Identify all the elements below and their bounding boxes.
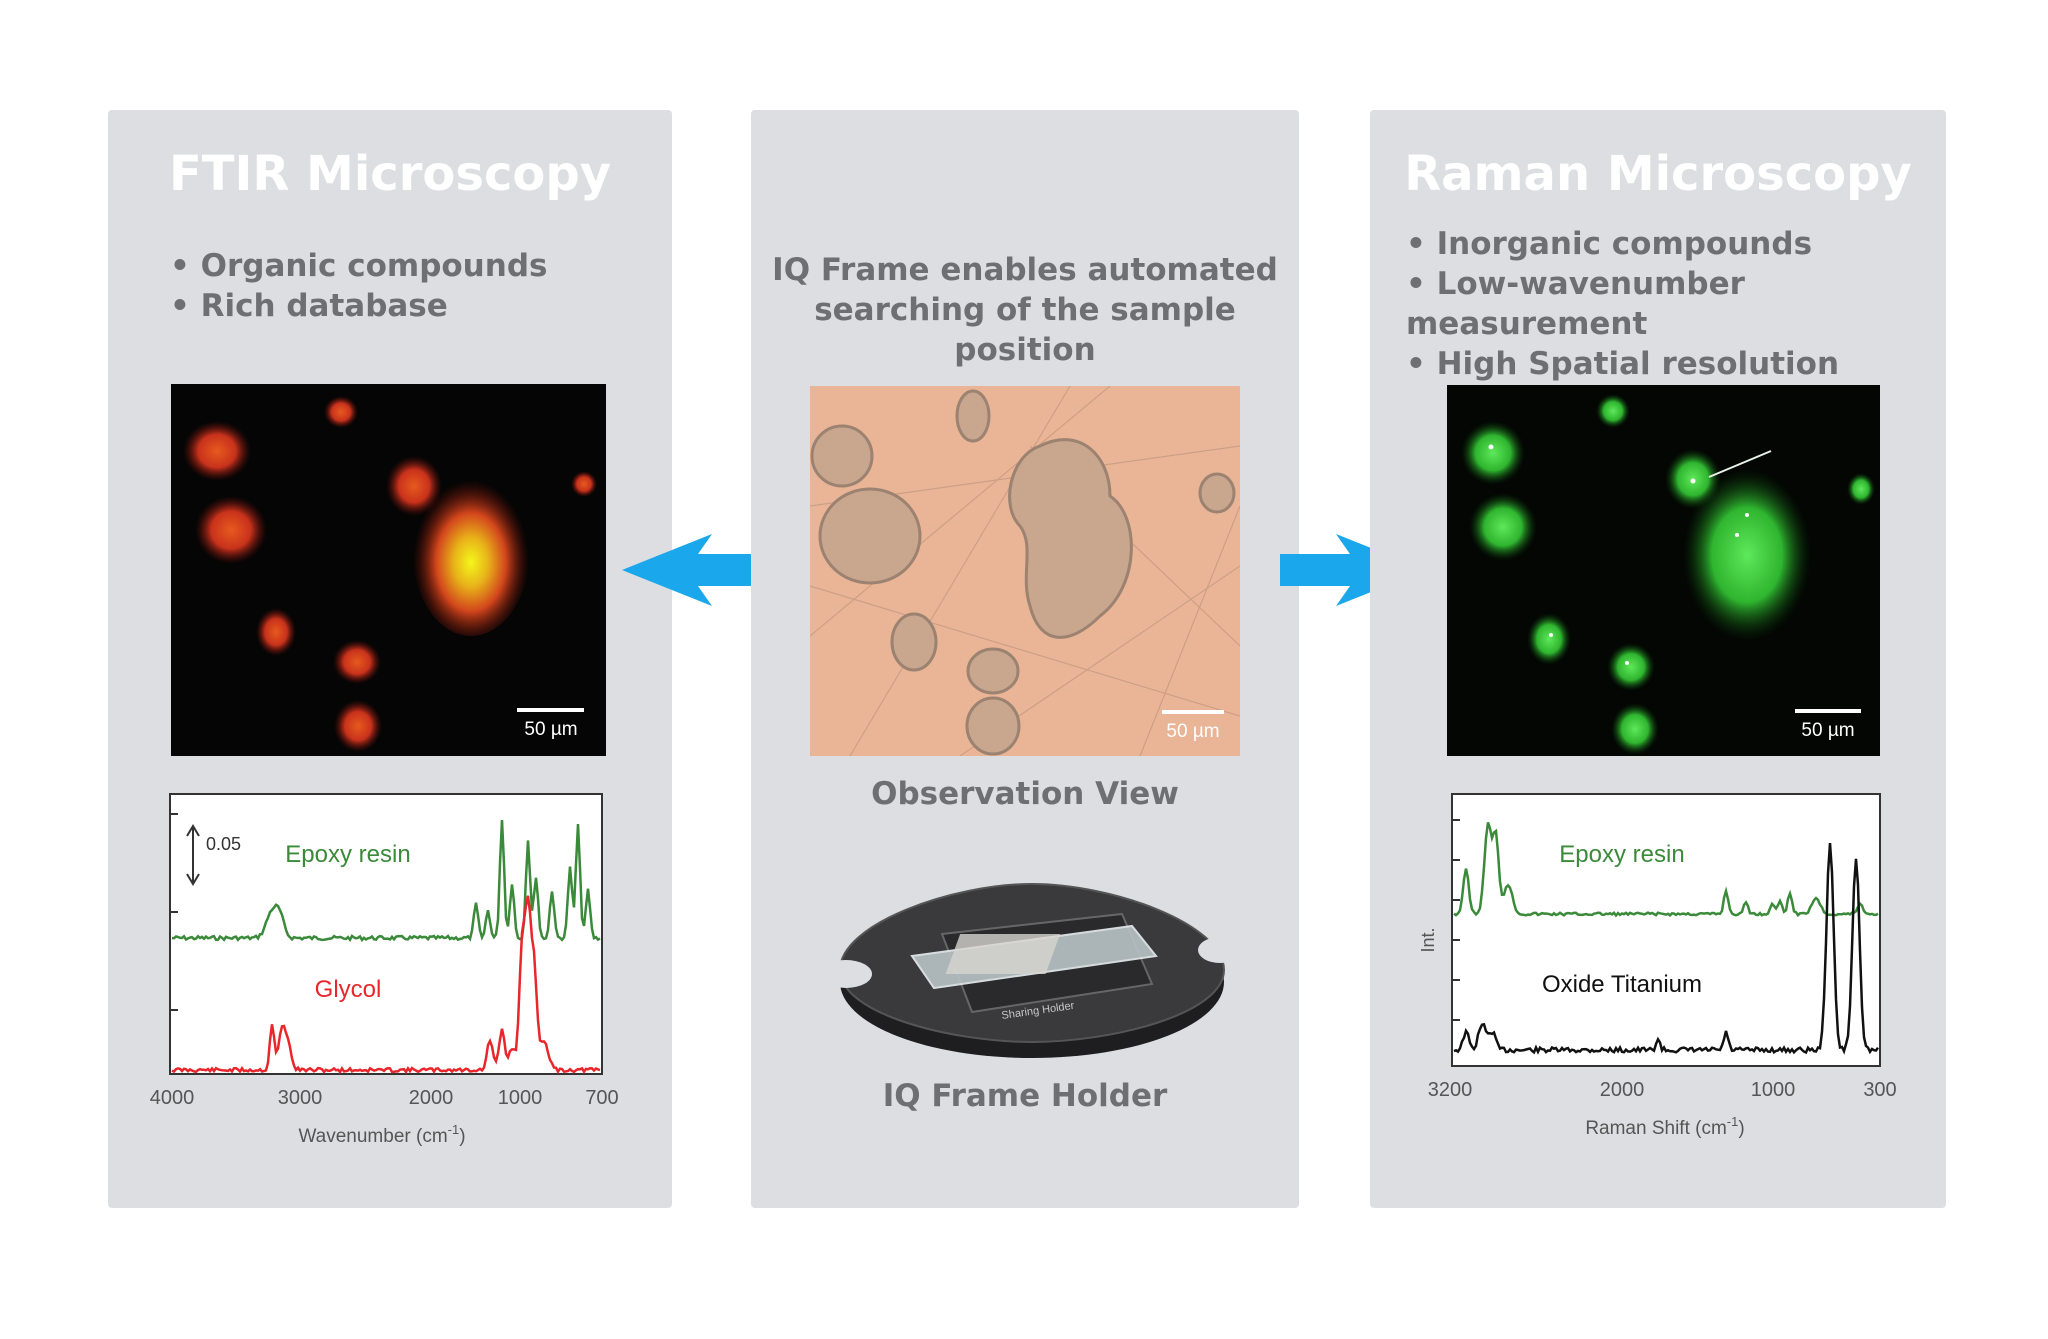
raman-epoxy-label: Epoxy resin [1559,841,1684,868]
raman-oxide-series [1453,843,1880,1055]
raman-x-label: Raman Shift (cm-1) [1585,1114,1744,1139]
ftir-scale-text: 0.05 [206,834,241,854]
raman-plot-area [1451,793,1881,1067]
iq-frame-holder-image: Sharing Holder [832,882,1232,1058]
ftir-bullet: Organic compounds [170,246,548,286]
raman-x-tick: 1000 [1751,1079,1796,1101]
raman-bullet: High Spatial resolution [1406,344,1946,384]
ftir-glycol-label: Glycol [315,976,382,1003]
raman-x-tick: 3200 [1428,1079,1473,1101]
raman-bullets: Inorganic compounds Low-wavenumber measu… [1406,224,1946,384]
raman-spectrum-chart: Epoxy resin Oxide Titanium Int. 3200 200… [1418,793,1897,1139]
ftir-title: FTIR Microscopy [168,146,612,202]
ftir-x-tick: 4000 [150,1087,195,1109]
ftir-x-tick: 700 [585,1087,618,1109]
ftir-x-tick: 2000 [409,1087,454,1109]
headline-line: searching of the sample position [814,292,1236,368]
observation-view-label: Observation View [871,776,1179,812]
ftir-glycol-series [171,895,601,1075]
ftir-scale-bar [517,708,584,712]
raman-x-tick: 300 [1863,1079,1896,1101]
raman-oxide-label: Oxide Titanium [1542,971,1702,998]
observation-scale-bar [1162,710,1224,714]
raman-bullet: Inorganic compounds [1406,224,1946,264]
ftir-epoxy-label: Epoxy resin [285,841,410,868]
left-arrow-icon [622,534,768,606]
raman-title: Raman Microscopy [1404,146,1912,202]
raman-epoxy-series [1453,822,1879,918]
ftir-x-tick: 1000 [498,1087,543,1109]
ftir-x-tick: 3000 [278,1087,323,1109]
raman-map-image: 50 µm [1447,385,1880,756]
raman-y-label: Int. [1418,927,1438,952]
raman-scale-label: 50 µm [1801,720,1854,741]
observation-scale-label: 50 µm [1166,721,1219,742]
raman-scale-bar [1795,709,1861,713]
raman-x-tick: 2000 [1600,1079,1645,1101]
ftir-spectrum-chart: 0.05 Epoxy resin Glycol 4000 3000 2000 1… [150,793,619,1147]
holder-label: IQ Frame Holder [882,1078,1168,1114]
observation-view-image: 50 µm [810,386,1240,756]
ftir-bullets: Organic compounds Rich database [170,246,548,326]
ftir-bullet: Rich database [170,286,547,326]
ftir-map-image: 50 µm [171,384,606,756]
center-headline: IQ Frame enables automated searching of … [751,250,1299,370]
ftir-scale-label: 50 µm [524,719,577,740]
ftir-epoxy-series [171,819,601,943]
ftir-x-label: Wavenumber (cm-1) [298,1122,465,1147]
headline-line: IQ Frame enables automated [772,252,1278,288]
raman-bullet: Low-wavenumber measurement [1406,264,1946,344]
ftir-plot-area [169,793,603,1075]
right-arrow-icon [1280,534,1426,606]
